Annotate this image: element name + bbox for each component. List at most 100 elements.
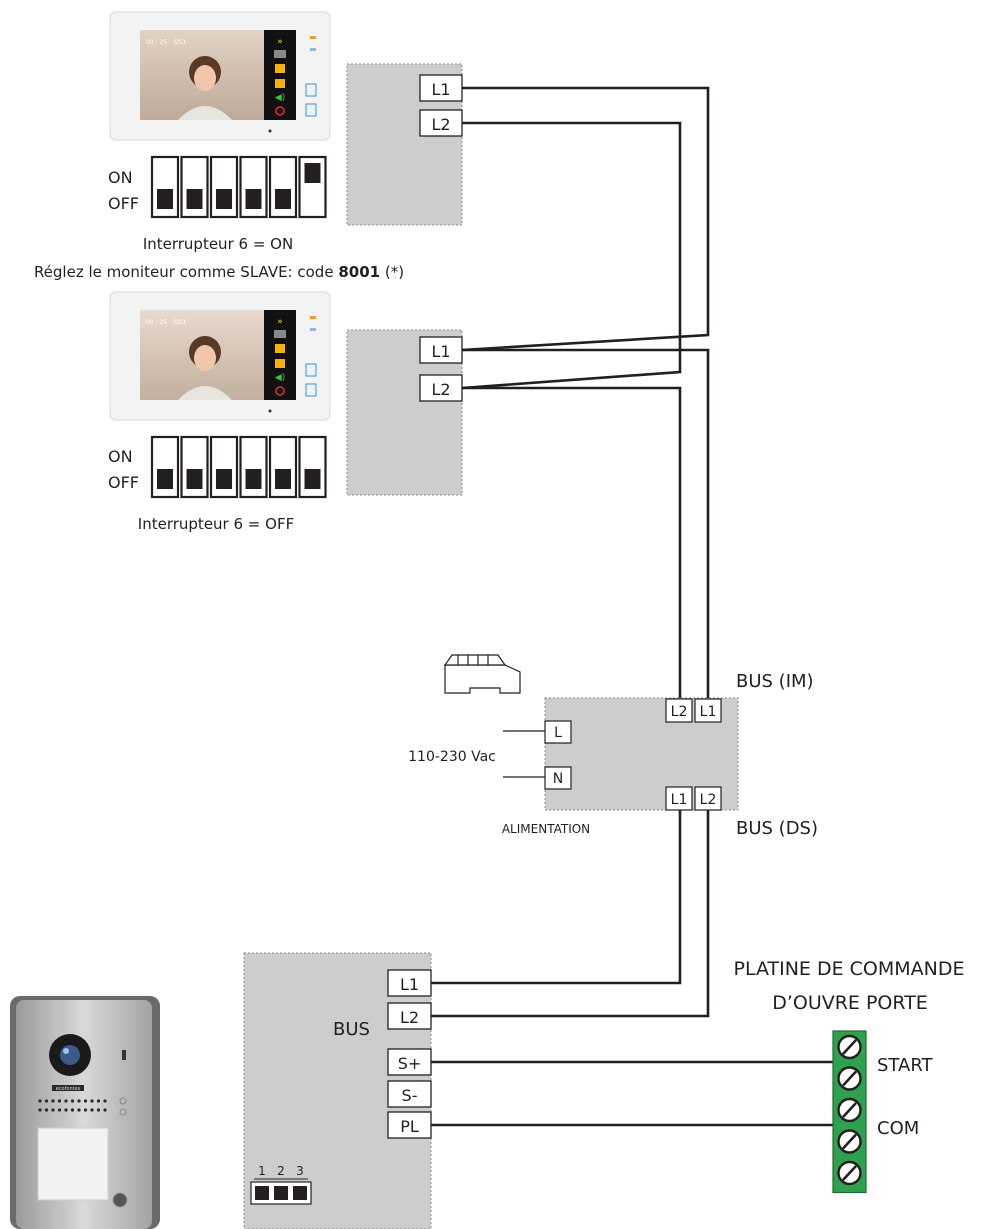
portrait-face bbox=[194, 65, 216, 91]
grille-hole bbox=[70, 1108, 75, 1112]
monitor-1-device: 00 : 25 DS1 » ◀) bbox=[109, 11, 331, 141]
monitor-2-device: 00 : 25 DS1 » ◀) bbox=[109, 291, 331, 421]
speaker-grille bbox=[38, 1099, 107, 1112]
speaker-icon: ◀) bbox=[275, 373, 285, 383]
wire-m2-l1 bbox=[462, 348, 710, 698]
hangup-icon bbox=[275, 106, 285, 116]
grille-hole bbox=[44, 1099, 49, 1103]
screw-icon bbox=[837, 1129, 862, 1154]
control-board: PLATINE DE COMMANDE D’OUVRE PORTE START … bbox=[734, 958, 965, 1194]
wire-m1-l1 bbox=[461, 86, 710, 352]
ps-bus-im-terminal-l2: L2 bbox=[665, 698, 693, 723]
lock-2-icon bbox=[275, 79, 285, 88]
bus-ds-label: BUS (DS) bbox=[736, 818, 818, 839]
ps-input-terminal-n: N bbox=[544, 766, 572, 790]
home-icon bbox=[305, 103, 317, 117]
svg-text:S+: S+ bbox=[398, 1054, 422, 1073]
svg-text:L2: L2 bbox=[700, 792, 717, 808]
monitor-1-screen-time: 00 : 25 bbox=[146, 39, 167, 46]
forward-icon: » bbox=[277, 37, 283, 47]
portrait-face bbox=[194, 345, 216, 371]
grille-hole bbox=[77, 1099, 81, 1103]
monitor-2: 00 : 25 DS1 » ◀) ON OFF L1 L2 Interr bbox=[108, 291, 463, 533]
grille-hole bbox=[64, 1108, 68, 1112]
grille-hole bbox=[90, 1108, 94, 1112]
monitor-1-terminal-l2: L2 bbox=[419, 109, 463, 137]
door-station-terminal-splus: S+ bbox=[387, 1048, 432, 1076]
grille-hole bbox=[103, 1099, 107, 1103]
svg-text:L1: L1 bbox=[671, 792, 688, 808]
ps-input-terminal-l: L bbox=[544, 720, 572, 744]
monitor-1-caption-switch: Interrupteur 6 = ON bbox=[143, 235, 293, 253]
grille-hole bbox=[96, 1099, 101, 1103]
hangup-icon bbox=[275, 386, 285, 396]
dip-switch-4 bbox=[239, 435, 268, 499]
com-label: COM bbox=[877, 1118, 919, 1139]
grille-hole bbox=[77, 1108, 81, 1112]
svg-text:L1: L1 bbox=[431, 342, 450, 361]
screw-icon bbox=[837, 1034, 862, 1060]
wire-ds-l1 bbox=[431, 810, 682, 985]
menu-icon bbox=[305, 363, 317, 377]
menu-icon bbox=[305, 83, 317, 97]
dip-off-label: OFF bbox=[108, 473, 139, 492]
dip-switch-1 bbox=[150, 155, 180, 219]
grille-hole bbox=[51, 1108, 55, 1112]
svg-text:PL: PL bbox=[400, 1117, 419, 1136]
wire-ds-l2 bbox=[431, 810, 710, 1018]
svg-text:L1: L1 bbox=[431, 80, 450, 99]
monitor-2-caption-switch: Interrupteur 6 = OFF bbox=[138, 515, 294, 533]
screw-icon bbox=[837, 1160, 862, 1186]
door-station-terminal-l1: L1 bbox=[387, 969, 432, 997]
lock-icon bbox=[275, 344, 285, 353]
gallery-icon bbox=[274, 50, 286, 58]
start-label: START bbox=[877, 1055, 934, 1076]
ps-bus-im-terminal-l1: L1 bbox=[694, 698, 722, 723]
call-button-icon bbox=[112, 1192, 128, 1208]
lock-2-icon bbox=[275, 359, 285, 368]
grille-hole bbox=[64, 1099, 68, 1103]
monitor-2-terminal-l2: L2 bbox=[419, 374, 463, 402]
grille-hole bbox=[70, 1099, 75, 1103]
forward-icon: » bbox=[277, 317, 283, 327]
svg-text:L2: L2 bbox=[400, 1008, 419, 1027]
gallery-icon bbox=[274, 330, 286, 338]
door-station-device: ecofontes bbox=[10, 996, 160, 1229]
dip-switch-3 bbox=[209, 435, 239, 499]
dip-switch-2 bbox=[180, 435, 209, 499]
monitor-2-dip-switch bbox=[150, 435, 327, 499]
grille-hole bbox=[51, 1099, 55, 1103]
monitor-2-icon-bar bbox=[264, 310, 296, 400]
grille-hole bbox=[38, 1108, 42, 1112]
monitor-2-screen-time: 00 : 25 bbox=[146, 319, 167, 326]
dip-switch-4 bbox=[239, 155, 268, 219]
svg-text:L1: L1 bbox=[700, 704, 717, 720]
power-supply: L2 L1 L1 L2 L N BUS (IM) BUS (DS) 110-23… bbox=[408, 654, 818, 839]
monitor-2-terminal-l1: L1 bbox=[419, 336, 463, 364]
svg-text:L2: L2 bbox=[431, 380, 450, 399]
wires bbox=[431, 86, 833, 1127]
monitor-1-caption-slave: Réglez le moniteur comme SLAVE: code 800… bbox=[34, 263, 404, 281]
screw-icon bbox=[837, 1066, 862, 1091]
control-board-title-1: PLATINE DE COMMANDE bbox=[734, 958, 965, 980]
dip-number-2: 2 bbox=[277, 1164, 285, 1178]
speaker-icon: ◀) bbox=[275, 93, 285, 103]
dip-on-label: ON bbox=[108, 168, 133, 187]
dip-number-3: 3 bbox=[296, 1164, 304, 1178]
grille-hole bbox=[90, 1099, 94, 1103]
dip-off-label: OFF bbox=[108, 194, 139, 213]
control-board-title-2: D’OUVRE PORTE bbox=[772, 992, 928, 1014]
dip-switch-6 bbox=[298, 155, 327, 219]
screw-icon bbox=[837, 1097, 862, 1123]
grille-hole bbox=[96, 1108, 101, 1112]
dip-switch-2 bbox=[180, 155, 209, 219]
monitor-1-screen-cam: DS1 bbox=[174, 39, 186, 46]
svg-text:L2: L2 bbox=[431, 115, 450, 134]
dip-switch-3 bbox=[209, 155, 239, 219]
dip-number-1: 1 bbox=[258, 1164, 266, 1178]
grille-hole bbox=[57, 1108, 62, 1112]
door-station-terminal-l2: L2 bbox=[387, 1002, 432, 1030]
monitor-1-icon-bar bbox=[264, 30, 296, 120]
